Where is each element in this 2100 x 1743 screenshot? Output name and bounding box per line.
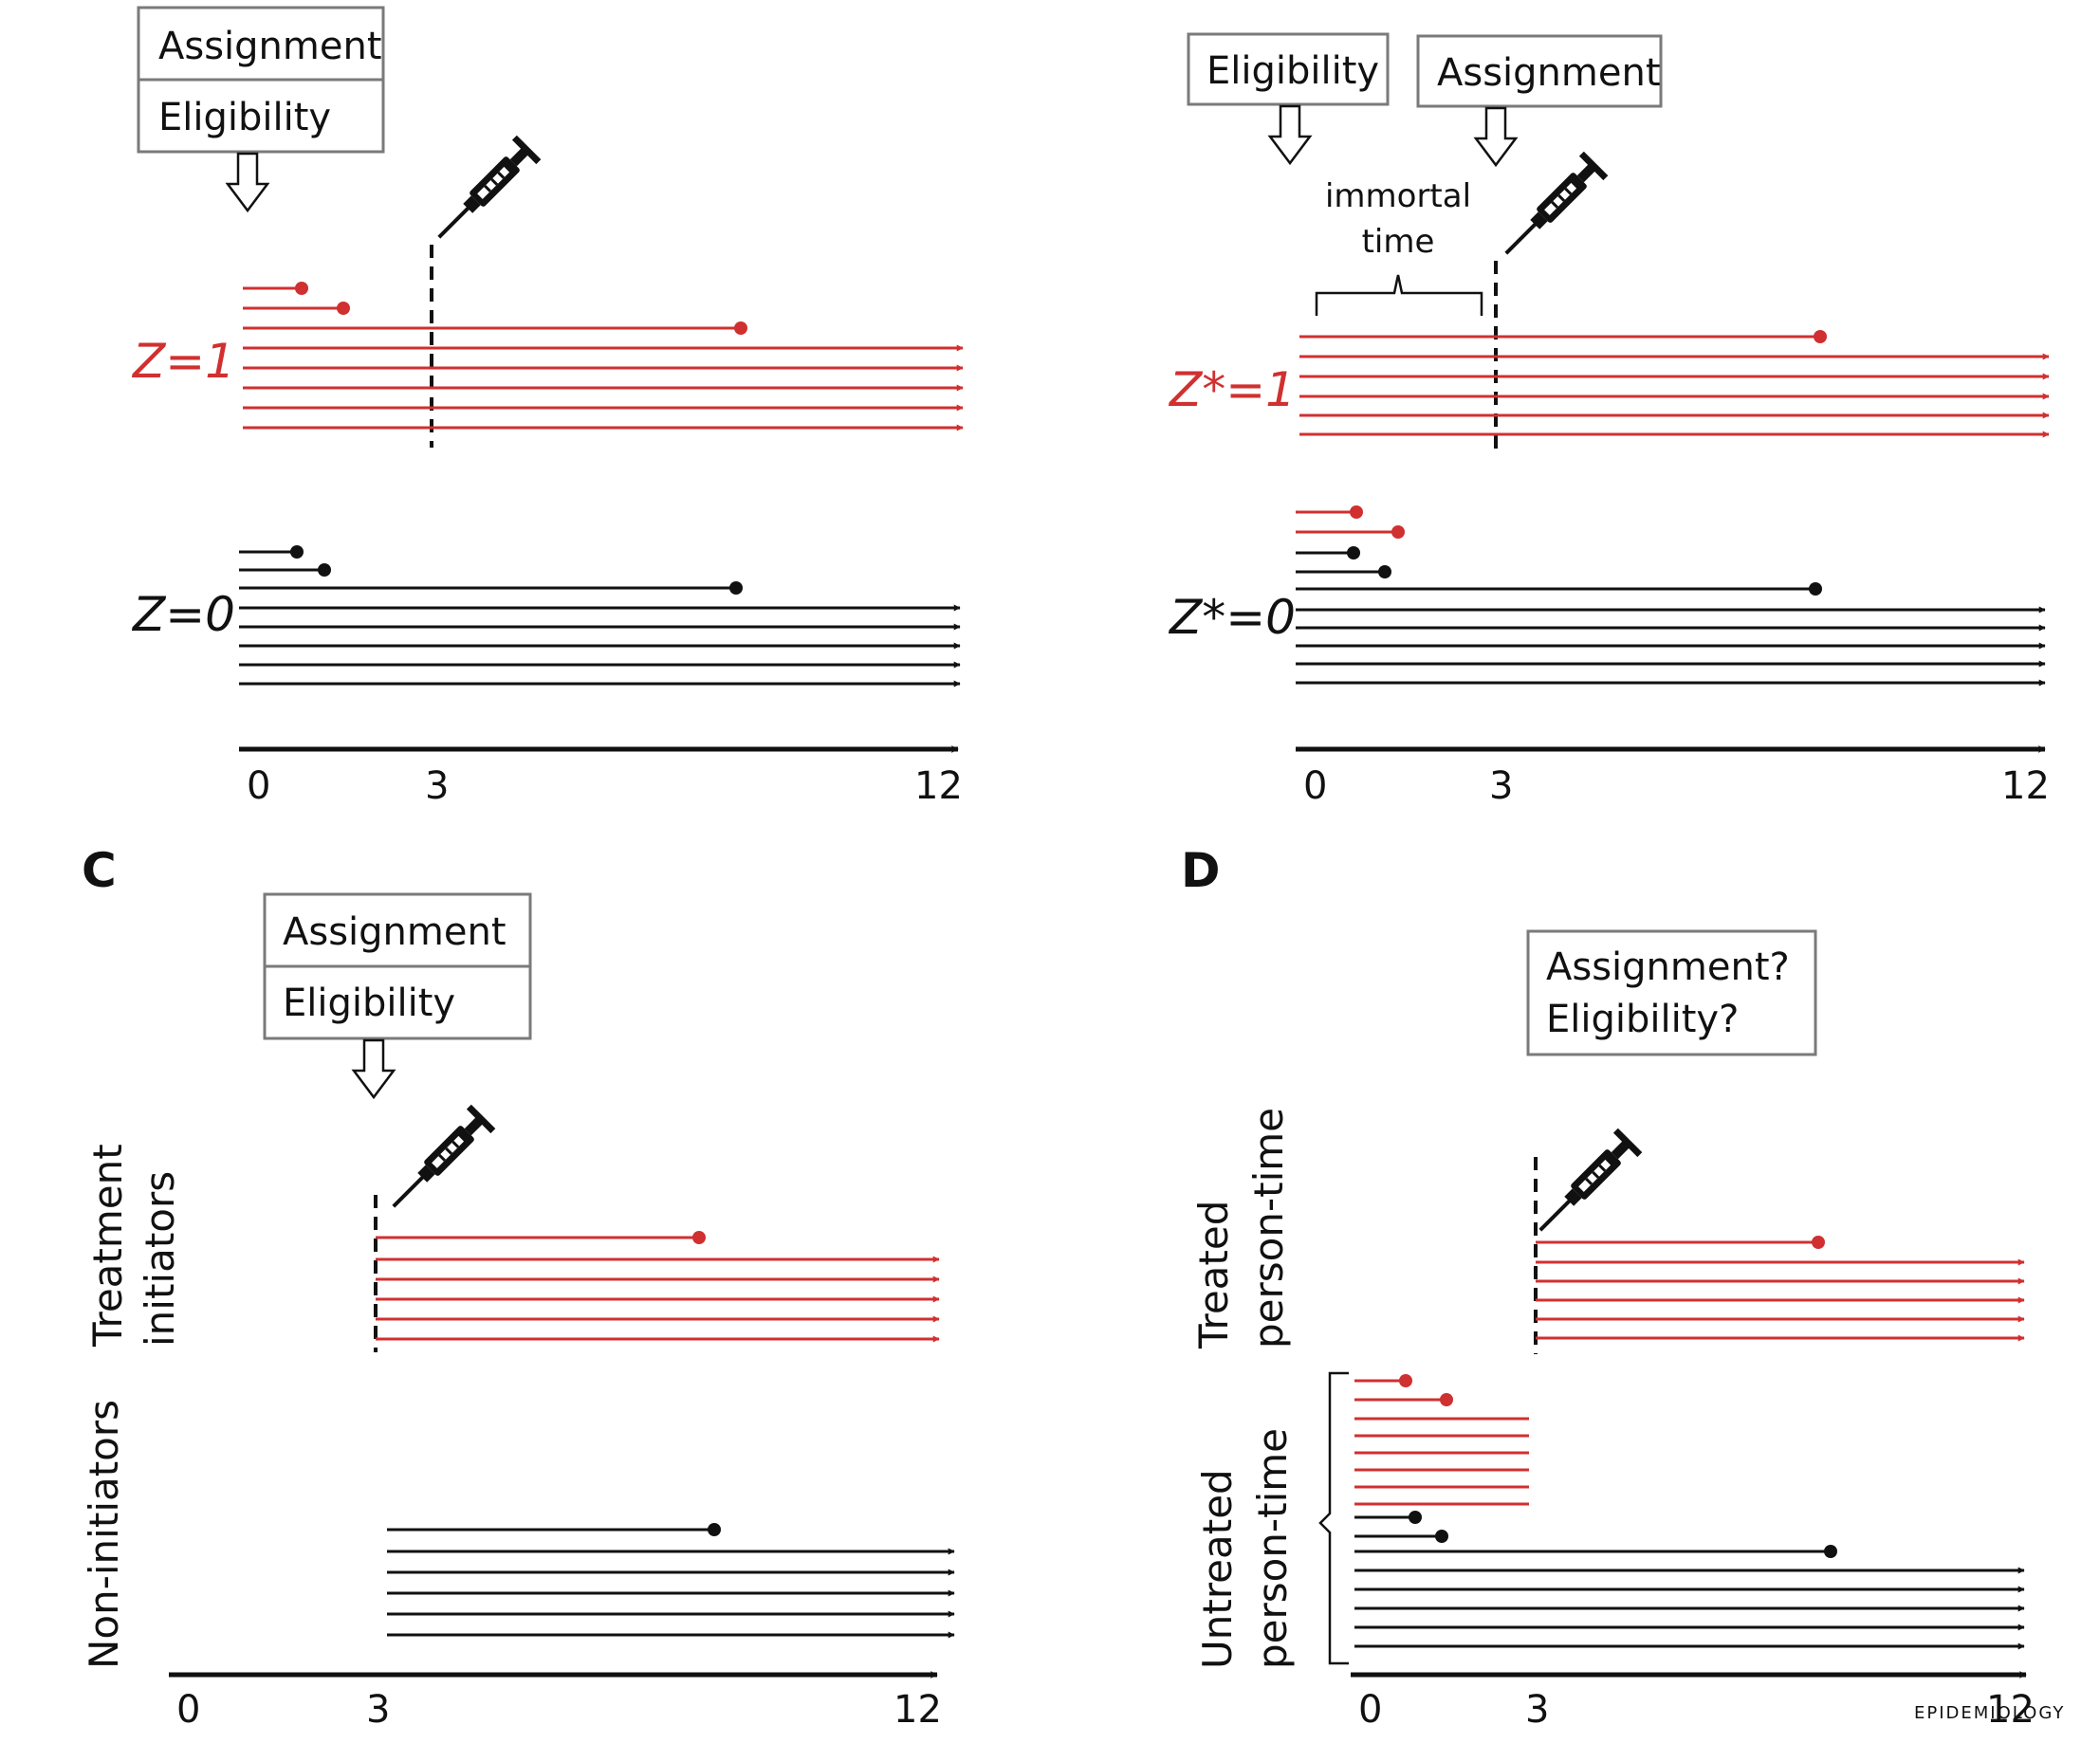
eligibility-question-label: Eligibility?	[1546, 998, 1739, 1041]
assignment-box	[1416, 34, 1663, 108]
assignment-eligibility-box	[1526, 929, 1817, 1056]
treated-label-line2: person-time	[1245, 1108, 1292, 1349]
z1-label: Z=1	[131, 334, 235, 389]
treatment-label-line2: initiators	[137, 1171, 183, 1347]
immortal-label: immortal	[1325, 177, 1471, 215]
z-star-0-label: Z*=0	[1168, 590, 1296, 645]
eligibility-label: Eligibility	[1207, 49, 1379, 93]
tick-3: 3	[1525, 1688, 1549, 1732]
treated-label-line1: Treated	[1190, 1201, 1237, 1349]
tick-0: 0	[1358, 1688, 1382, 1732]
eligibility-label: Eligibility	[158, 96, 331, 139]
tick-12: 12	[1986, 1688, 2035, 1732]
panel-c: C Assignment Eligibility Treatment initi…	[81, 843, 955, 1732]
eligibility-label: Eligibility	[283, 982, 455, 1025]
z0-label: Z=0	[131, 587, 235, 642]
tick-0: 0	[1303, 764, 1327, 808]
untreated-label-line1: Untreated	[1194, 1469, 1241, 1669]
down-arrow-icon	[1267, 104, 1313, 166]
untreated-bracket	[1318, 1371, 1349, 1665]
assignment-label: Assignment	[283, 910, 507, 954]
panel-a: Assignment Eligibility Z=1 Z=0 0 3 12	[131, 6, 964, 808]
syringe-icon	[381, 1104, 496, 1219]
tick-0: 0	[176, 1688, 200, 1732]
assignment-box	[263, 892, 532, 968]
eligibility-box	[1187, 32, 1390, 106]
panel-d-letter: D	[1181, 843, 1221, 898]
assignment-label: Assignment	[1437, 51, 1661, 95]
immortal-time-bracket	[1315, 274, 1483, 316]
z-star-1-label: Z*=1	[1168, 362, 1296, 417]
assignment-label: Assignment	[158, 25, 382, 68]
tick-12: 12	[893, 1688, 942, 1732]
journal-watermark: EPIDEMIOLOGY	[1914, 1703, 2065, 1723]
down-arrow-icon	[351, 1038, 396, 1100]
syringe-icon	[1528, 1128, 1643, 1242]
untreated-label-line2: person-time	[1249, 1428, 1296, 1669]
assignment-box	[137, 6, 385, 82]
tick-12: 12	[914, 764, 963, 808]
syringe-icon	[427, 135, 542, 249]
panel-b: Eligibility Assignment immortal time Z*=…	[1168, 32, 2050, 808]
tick-12: 12	[2001, 764, 2050, 808]
tick-0: 0	[247, 764, 270, 808]
down-arrow-icon	[225, 152, 270, 213]
treatment-label-line1: Treatment	[84, 1144, 131, 1348]
assignment-question-label: Assignment?	[1546, 945, 1790, 989]
tick-3: 3	[366, 1688, 390, 1732]
syringe-icon	[1494, 151, 1609, 266]
eligibility-box	[137, 78, 385, 154]
panel-d: D Assignment? Eligibility? Treated perso…	[1181, 843, 2035, 1732]
time-label: time	[1362, 223, 1435, 261]
non-initiators-label: Non-initiators	[81, 1400, 127, 1669]
eligibility-box	[263, 964, 532, 1040]
tick-3: 3	[1489, 764, 1513, 808]
tick-3: 3	[425, 764, 449, 808]
panel-c-letter: C	[82, 843, 117, 898]
down-arrow-icon	[1473, 106, 1519, 168]
